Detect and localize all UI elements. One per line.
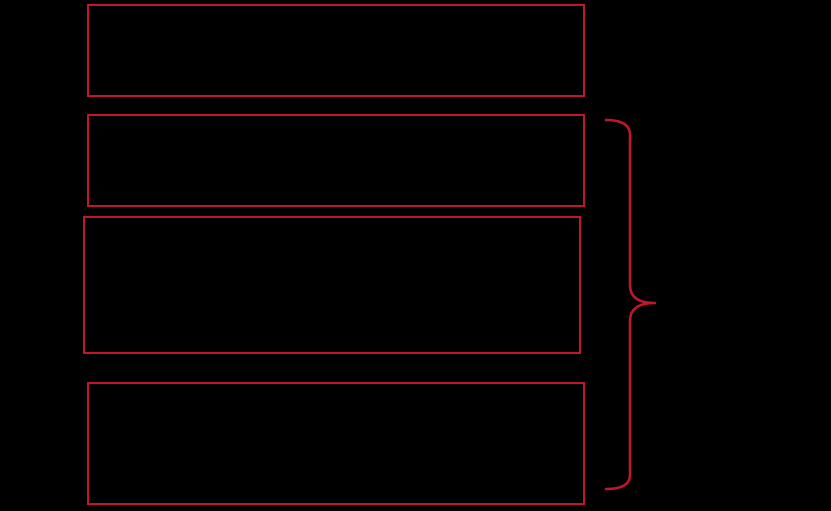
diagram-box-2: [87, 114, 585, 207]
diagram-box-4: [87, 382, 585, 505]
brace-path: [604, 118, 657, 491]
diagram-box-1: [87, 4, 585, 97]
right-curly-brace: [604, 118, 657, 491]
diagram-box-3: [83, 216, 581, 354]
